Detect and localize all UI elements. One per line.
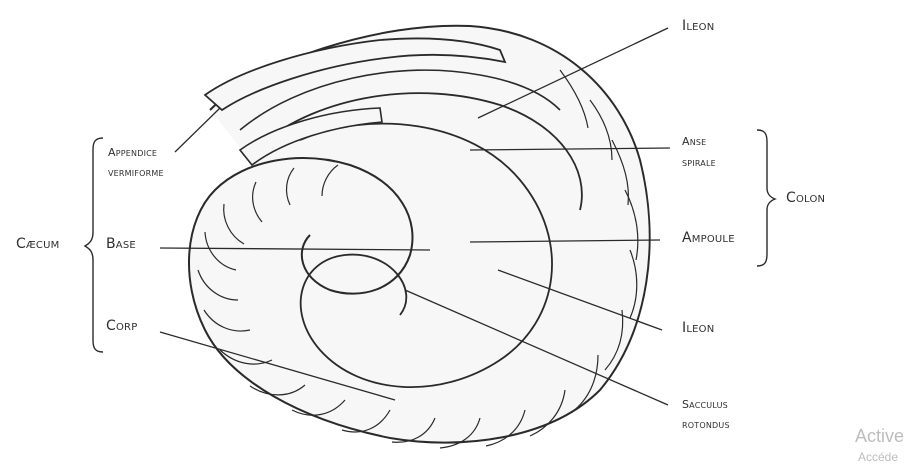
caecum-brace <box>85 138 103 352</box>
watermark-line1: Active <box>855 426 904 447</box>
watermark-line2: Accéde <box>858 450 898 464</box>
label-appendice-line2: vermiforme <box>108 163 164 183</box>
colon-brace <box>757 130 775 266</box>
label-ileon-top: Ileon <box>682 18 714 34</box>
label-base: Base <box>106 236 136 252</box>
label-anse-line2: spirale <box>682 153 716 173</box>
label-sacculus-line2: rotondus <box>682 415 730 435</box>
label-caecum: Cæcum <box>16 236 59 252</box>
label-appendice-line1: Appendice <box>108 143 157 163</box>
label-ileon-bottom: Ileon <box>682 320 714 336</box>
label-corp: Corp <box>106 318 137 334</box>
label-anse-line1: Anse <box>682 132 706 152</box>
label-ampoule: Ampoule <box>682 230 735 246</box>
label-colon: Colon <box>786 190 825 206</box>
label-sacculus-line1: Sacculus <box>682 395 728 415</box>
